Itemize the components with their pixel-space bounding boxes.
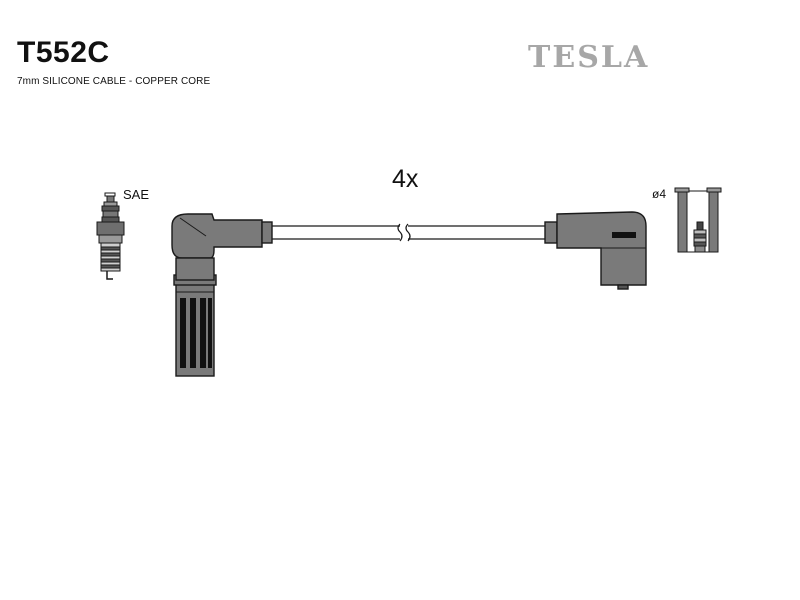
spark-plug-icon [96, 192, 125, 280]
distributor-boot [544, 211, 647, 290]
quantity-label: 4x [392, 165, 419, 193]
brand-logo: TESLA [528, 40, 650, 75]
ignition-cable [272, 223, 552, 242]
spark-plug-type-label: SAE [123, 187, 150, 202]
part-number: T552C [17, 36, 110, 69]
terminal-diameter-label: ø4 [652, 187, 667, 201]
spark-plug-boot [171, 213, 273, 377]
distributor-terminal-icon [674, 187, 722, 253]
cable-spec: 7mm SILICONE CABLE - COPPER CORE [17, 76, 211, 87]
